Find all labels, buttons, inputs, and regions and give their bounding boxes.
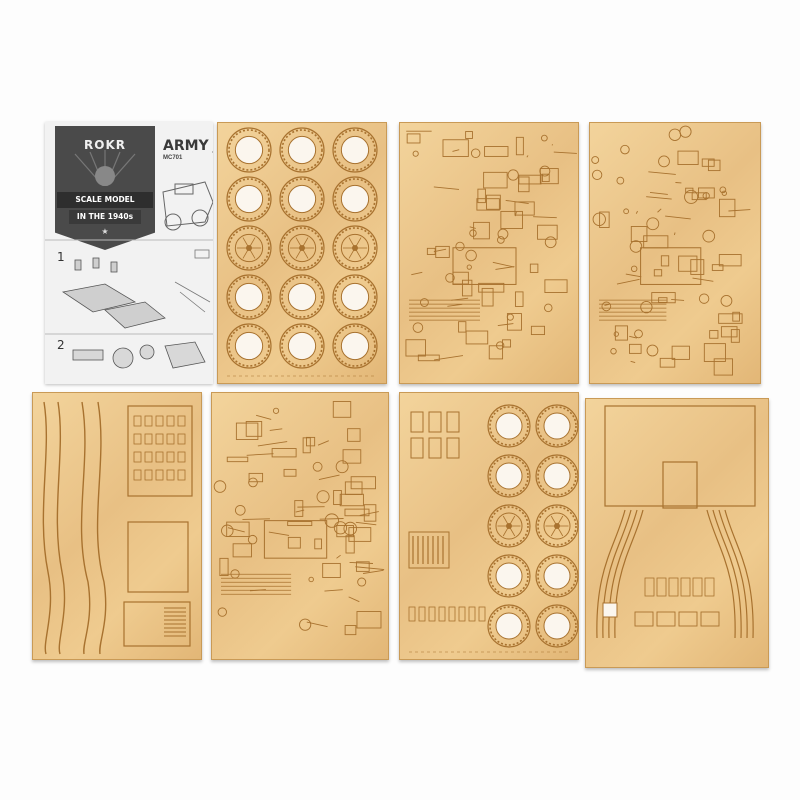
wheel-ring-parts	[226, 127, 378, 377]
brand-badge: ROKR SCALE MODEL VEHICLE IN THE 1940s ★	[55, 126, 155, 250]
wood-sheet-chassis	[589, 122, 761, 384]
logo-sunburst-icon	[74, 150, 136, 186]
laser-cut-parts	[213, 401, 385, 636]
era-label: IN THE 1940s	[69, 210, 141, 224]
laser-cut-parts	[591, 125, 751, 376]
wood-sheet-frame	[32, 392, 202, 660]
laser-cut-parts	[405, 130, 577, 362]
star-icon: ★	[101, 227, 109, 236]
step-number: 2	[57, 338, 65, 352]
instruction-manual: ROKR SCALE MODEL VEHICLE IN THE 1940s ★ …	[45, 122, 213, 384]
body-panel-parts	[596, 405, 756, 639]
wood-sheet-wheels	[399, 392, 579, 660]
wood-sheet-parts	[399, 122, 579, 384]
model-code: MC701	[163, 155, 183, 161]
brand-name: ROKR	[84, 138, 126, 152]
wood-sheet-wheels	[217, 122, 387, 384]
manual-illustrations	[45, 181, 213, 369]
wood-sheet-body	[585, 398, 769, 668]
wood-sheet-grille	[211, 392, 389, 660]
step-number: 1	[57, 250, 65, 264]
manual-title: ARMY JE	[163, 138, 213, 154]
frame-rail-parts	[42, 401, 193, 655]
wheel-ring-parts	[408, 404, 579, 653]
